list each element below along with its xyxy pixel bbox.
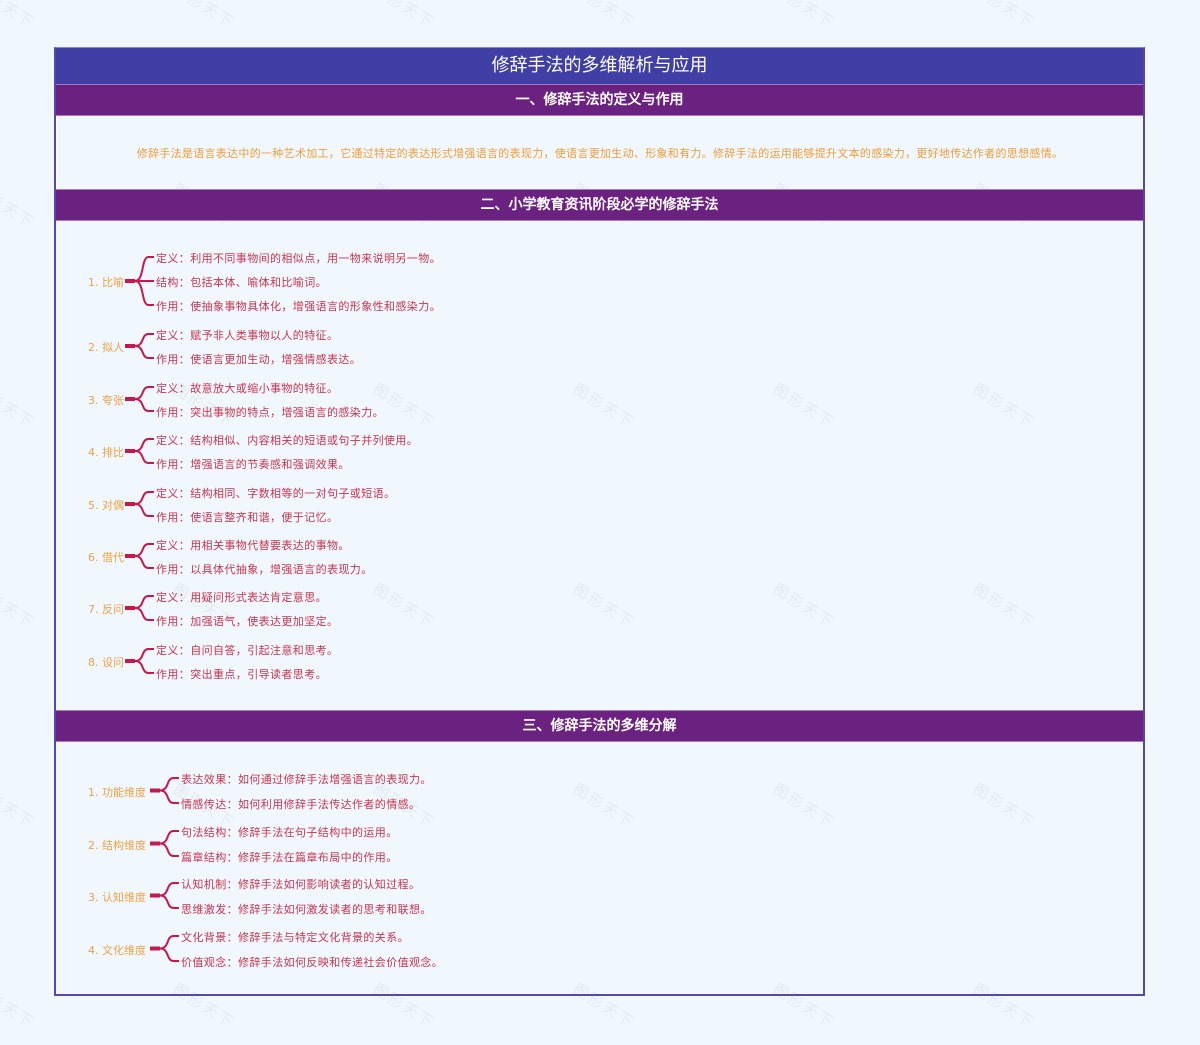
brace-connector-icon — [125, 333, 154, 359]
child-node: 思维激发：修辞手法如何激发读者的思考和联想。 — [181, 903, 432, 916]
child-node: 篇章结构：修辞手法在篇章布局中的作用。 — [181, 851, 398, 864]
child-node: 作用：以具体代抽象，增强语言的表现力。 — [156, 563, 373, 576]
section-1-body: 修辞手法是语言表达中的一种艺术加工，它通过特定的表达形式增强语言的表现力，使语言… — [56, 116, 1143, 189]
brace-connector-icon — [150, 882, 179, 909]
group-label: 6. 借代 — [88, 551, 124, 564]
child-node: 定义：利用不同事物间的相似点，用一物来说明另一物。 — [156, 252, 441, 265]
child-node: 作用：增强语言的节奏感和强调效果。 — [156, 458, 350, 471]
watermark-text: 图形天下 — [0, 580, 38, 632]
child-node: 定义：用相关事物代替要表达的事物。 — [156, 539, 350, 552]
brace-connector-icon — [125, 543, 154, 569]
section-3-tree: 1. 功能维度 表达效果：如何通过修辞手法增强语言的表现力。情感传达：如何利用修辞… — [56, 742, 1143, 994]
section-3-heading: 三、修辞手法的多维分解 — [56, 710, 1143, 742]
watermark-text: 图形天下 — [0, 380, 38, 432]
brace-connector-icon — [125, 595, 154, 621]
section-1-intro-text: 修辞手法是语言表达中的一种艺术加工，它通过特定的表达形式增强语言的表现力，使语言… — [56, 116, 1143, 189]
child-node: 作用：使语言整齐和谐，便于记忆。 — [156, 511, 339, 524]
child-node: 定义：结构相似、内容相关的短语或句子并列使用。 — [156, 434, 419, 447]
section-2-tree: 1. 比喻 定义：利用不同事物间的相似点，用一物来说明另一物。结构：包括本体、喻体… — [56, 221, 1143, 710]
section-2-heading: 二、小学教育资讯阶段必学的修辞手法 — [56, 189, 1143, 221]
section-1-heading: 一、修辞手法的定义与作用 — [56, 84, 1143, 116]
watermark-text: 图形天下 — [170, 0, 238, 32]
page-title: 修辞手法的多维解析与应用 — [56, 48, 1143, 84]
child-node: 情感传达：如何利用修辞手法传达作者的情感。 — [181, 798, 421, 811]
child-node: 表达效果：如何通过修辞手法增强语言的表现力。 — [181, 773, 432, 786]
group-label: 4. 文化维度 — [88, 943, 146, 957]
child-node: 定义：用疑问形式表达肯定意思。 — [156, 591, 327, 604]
group-label: 7. 反问 — [88, 603, 124, 616]
group-label: 2. 拟人 — [88, 341, 124, 354]
child-node: 定义：赋予非人类事物以人的特征。 — [156, 329, 339, 342]
group-label: 3. 认知维度 — [88, 890, 146, 904]
watermark-text: 图形天下 — [770, 0, 838, 32]
brace-connector-icon — [125, 648, 154, 674]
child-node: 定义：结构相同、字数相等的一对句子或短语。 — [156, 487, 396, 500]
child-node: 认知机制：修辞手法如何影响读者的认知过程。 — [181, 878, 421, 891]
group-label: 3. 夸张 — [88, 394, 124, 407]
group-label: 4. 排比 — [88, 446, 124, 459]
watermark-text: 图形天下 — [370, 0, 438, 32]
child-node: 作用：使抽象事物具体化，增强语言的形象性和感染力。 — [156, 300, 441, 313]
group-label: 8. 设问 — [88, 656, 124, 669]
child-node: 文化背景：修辞手法与特定文化背景的关系。 — [181, 931, 409, 944]
brace-connector-icon — [125, 491, 154, 517]
watermark-text: 图形天下 — [0, 780, 38, 832]
brace-connector-icon — [150, 830, 179, 857]
watermark-text: 图形天下 — [0, 980, 38, 1032]
brace-connector-icon — [125, 386, 154, 412]
group-label: 1. 功能维度 — [88, 785, 146, 799]
group-label: 1. 比喻 — [88, 276, 124, 289]
brace-connector-icon — [125, 256, 154, 306]
child-node: 作用：使语言更加生动，增强情感表达。 — [156, 353, 362, 366]
group-label: 5. 对偶 — [88, 499, 124, 512]
child-node: 作用：突出重点，引导读者思考。 — [156, 668, 327, 681]
watermark-text: 图形天下 — [970, 0, 1038, 32]
child-node: 定义：故意放大或缩小事物的特征。 — [156, 382, 339, 395]
watermark-text: 图形天下 — [570, 0, 638, 32]
brace-connector-icon — [150, 777, 179, 804]
child-node: 结构：包括本体、喻体和比喻词。 — [156, 276, 327, 289]
watermark-text: 图形天下 — [0, 0, 38, 32]
child-node: 句法结构：修辞手法在句子结构中的运用。 — [181, 826, 398, 839]
brace-connector-icon — [150, 935, 179, 962]
child-node: 作用：加强语气，使表达更加坚定。 — [156, 615, 339, 628]
group-label: 2. 结构维度 — [88, 838, 146, 852]
child-node: 定义：自问自答，引起注意和思考。 — [156, 644, 339, 657]
mindmap-frame: 修辞手法的多维解析与应用 一、修辞手法的定义与作用 修辞手法是语言表达中的一种艺… — [54, 47, 1145, 996]
child-node: 作用：突出事物的特点，增强语言的感染力。 — [156, 406, 384, 419]
child-node: 价值观念：修辞手法如何反映和传递社会价值观念。 — [181, 956, 444, 969]
brace-connector-icon — [125, 438, 154, 464]
watermark-text: 图形天下 — [0, 180, 38, 232]
